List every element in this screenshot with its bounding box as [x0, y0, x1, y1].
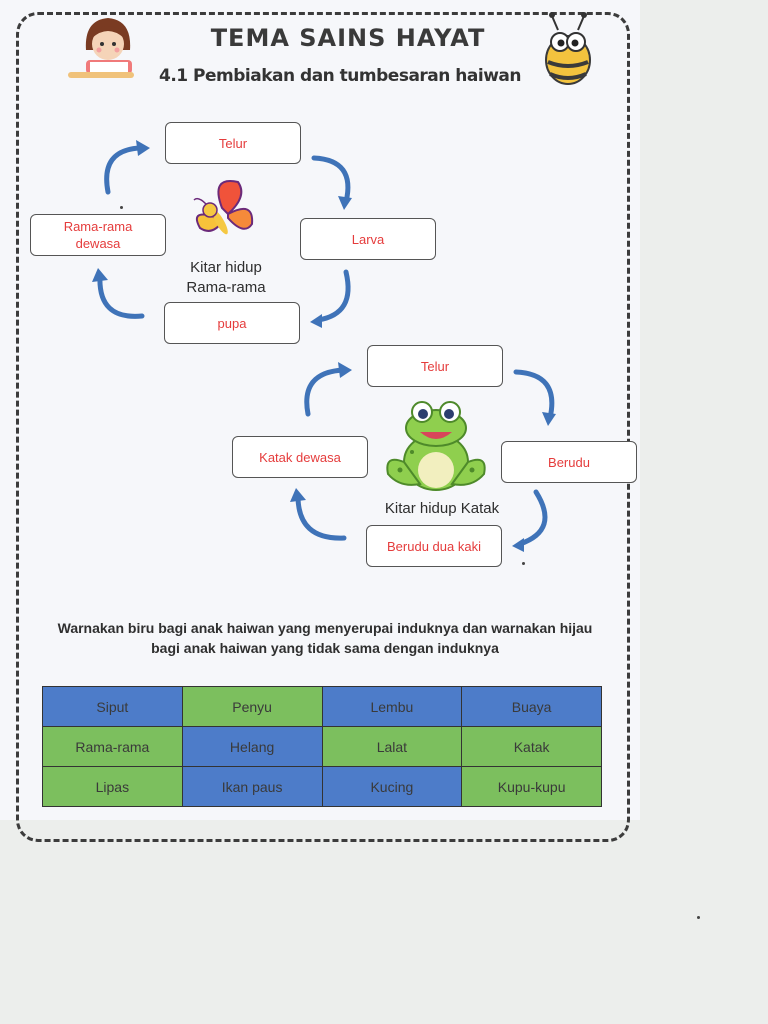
frog-stage-berudu-dua-kaki: Berudu dua kaki [366, 525, 502, 567]
cycle-arrow-icon [311, 155, 351, 205]
frog-cycle-label: Kitar hidup Katak [384, 500, 500, 517]
instruction-line2: bagi anak haiwan yang tidak sama dengan … [151, 640, 499, 656]
butterfly-cycle-label-line1: Kitar hidup [190, 259, 262, 276]
butterfly-stage-adult: Rama-rama dewasa [30, 214, 166, 256]
butterfly-stage-telur: Telur [165, 122, 301, 164]
coloring-instruction: Warnakan biru bagi anak haiwan yang meny… [30, 618, 620, 658]
animal-cell: Lipas [42, 766, 183, 807]
animal-cell: Lembu [321, 686, 463, 727]
butterfly-stage-larva: Larva [300, 218, 436, 260]
cycle-arrow-icon [304, 367, 347, 417]
butterfly-icon [193, 180, 254, 235]
page-subtitle: 4.1 Pembiakan dan tumbesaran haiwan [159, 66, 521, 86]
frog-stage-berudu: Berudu [501, 441, 637, 483]
worksheet-paper [0, 0, 640, 820]
animal-cell: Ikan paus [181, 766, 323, 807]
paper-speck [522, 562, 525, 565]
animal-cell: Siput [42, 686, 183, 727]
animal-cell: Penyu [181, 686, 323, 727]
frog-stage-adult: Katak dewasa [232, 436, 368, 478]
frog-stage-telur: Telur [367, 345, 503, 387]
instruction-line1: Warnakan biru bagi anak haiwan yang meny… [57, 620, 593, 636]
butterfly-stage-adult-line1: Rama-rama [63, 219, 133, 234]
paper-speck [120, 206, 123, 209]
butterfly-stage-pupa: pupa [164, 302, 300, 344]
dashed-border [16, 12, 630, 842]
cycle-arrow-icon [104, 145, 143, 195]
bee-icon [545, 12, 591, 85]
cycle-arrow-icon [517, 489, 548, 547]
animal-cell: Kupu-kupu [461, 766, 602, 807]
animal-cell: Helang [181, 726, 323, 767]
page-title: TEMA SAINS HAYAT [210, 24, 486, 52]
paper-speck [697, 916, 700, 919]
girl-reading-icon [68, 18, 134, 78]
animal-cell: Kucing [321, 766, 463, 807]
butterfly-cycle-label-line2: Rama-rama [186, 279, 266, 296]
frog-icon [386, 401, 486, 491]
cycle-arrow-icon [315, 269, 351, 323]
butterfly-stage-adult-line2: dewasa [75, 236, 121, 251]
butterfly-cycle-label: Kitar hidup Rama-rama [166, 258, 286, 298]
animal-cell: Rama-rama [42, 726, 183, 767]
animal-cell: Katak [461, 726, 602, 767]
cycle-arrow-icon [513, 369, 555, 421]
animal-cell: Lalat [321, 726, 463, 767]
animal-cell: Buaya [461, 686, 602, 727]
cycle-arrow-icon [295, 493, 347, 541]
cycle-arrow-icon [97, 273, 145, 319]
